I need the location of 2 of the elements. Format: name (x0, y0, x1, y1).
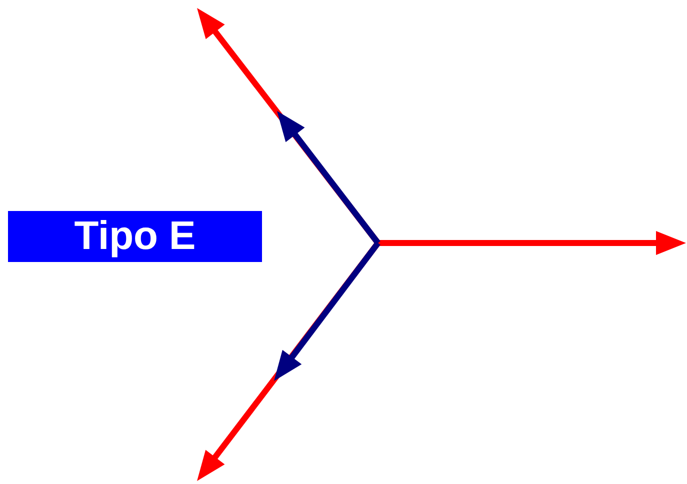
label-box (8, 211, 262, 262)
title-text: Tipo E (74, 214, 196, 259)
